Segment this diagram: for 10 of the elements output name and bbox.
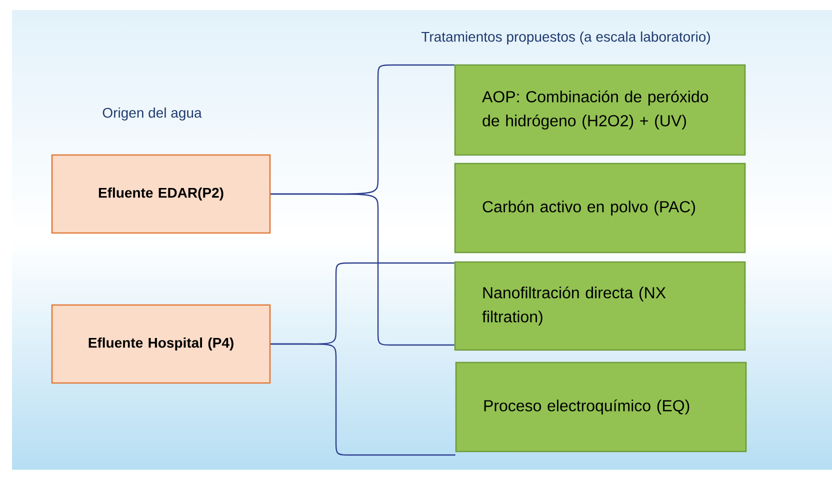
heading: Tratamientos propuestos (a escala laboratorio) bbox=[421, 31, 710, 45]
source-box: Efluente EDAR(P2) bbox=[51, 154, 271, 234]
brace bbox=[270, 193, 454, 346]
brace bbox=[270, 343, 456, 456]
treatment-box: Proceso electroquímico (EQ) bbox=[455, 362, 747, 452]
treatment-box: Nanofiltración directa (NX filtration) bbox=[454, 261, 746, 351]
source-box: Efluente Hospital (P4) bbox=[51, 304, 271, 384]
treatment-box: AOP: Combinación de peróxido de hidrógeno (H2O2) + (UV) bbox=[454, 64, 746, 156]
column-label: Origen del agua bbox=[102, 107, 202, 121]
treatment-box: Carbón activo en polvo (PAC) bbox=[454, 162, 746, 254]
